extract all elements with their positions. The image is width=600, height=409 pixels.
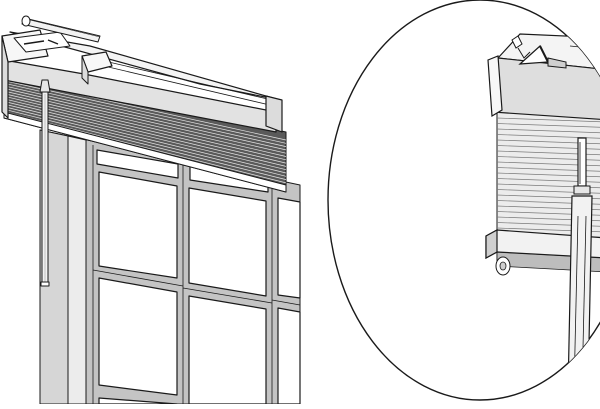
main-view [1, 15, 301, 405]
headrail [1, 29, 283, 133]
operating-wand [39, 79, 51, 287]
detail-magnifier [327, 0, 600, 401]
tilt-rod [21, 15, 101, 43]
pleated-fabric-stack [3, 71, 287, 193]
window-panes [96, 149, 301, 405]
window-muntins [92, 145, 301, 404]
